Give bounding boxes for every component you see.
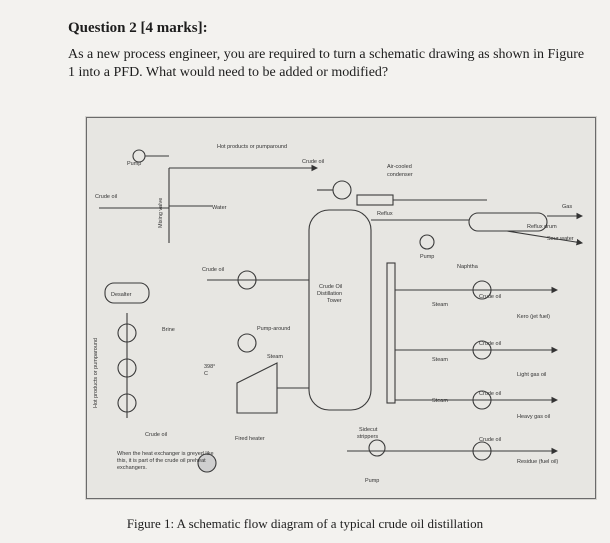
label-steam-1: Steam	[432, 302, 448, 308]
label-sidecut-2: strippers	[357, 434, 378, 440]
label-reflux-drum: Reflux drum	[527, 224, 557, 230]
label-crude-oil-desalter: Crude oil	[202, 267, 224, 273]
figure-caption: Figure 1: A schematic flow diagram of a …	[126, 516, 484, 531]
question-line-2: 1 into a PFD. What would need to be adde…	[68, 65, 389, 80]
label-crude-oil-r2: Crude oil	[479, 341, 501, 347]
label-sidecut-1: Sidecut	[359, 427, 378, 433]
label-crude-oil-r3: Crude oil	[479, 391, 501, 397]
label-hot-products: Hot products or pumparound	[217, 144, 287, 150]
label-crude-oil-bottom: Crude oil	[145, 432, 167, 438]
question-line-1: As a new process engineer, you are requi…	[68, 47, 585, 62]
label-water: Water	[212, 205, 227, 211]
flow-diagram-svg: Hot products or pumparound Pump Crude oi…	[93, 144, 584, 484]
distillation-tower-icon	[308, 209, 372, 411]
label-crude-oil-r4: Crude oil	[479, 437, 501, 443]
label-tower-3: Tower	[327, 298, 342, 304]
label-temp-1: 398°	[204, 364, 215, 370]
figure-diagram: Hot products or pumparound Pump Crude oi…	[86, 117, 596, 499]
label-gas: Gas	[562, 204, 572, 210]
label-naphtha: Naphtha	[457, 264, 479, 270]
pump-mid-icon	[419, 234, 435, 250]
label-pump-mid: Pump	[420, 254, 434, 260]
label-kero: Kero (jet fuel)	[517, 314, 550, 320]
label-hot-products-vertical: Hot products or pumparound	[93, 338, 99, 408]
label-heavy-gas-oil: Heavy gas oil	[517, 414, 550, 420]
label-tower-2: Distillation	[317, 291, 342, 297]
label-condenser: condenser	[387, 172, 413, 178]
condenser-fan-icon	[332, 180, 352, 200]
desalter-icon	[104, 282, 150, 304]
label-note-1: When the heat exchanger is greyed like	[117, 451, 214, 457]
label-tower-1: Crude Oil	[319, 284, 342, 290]
condenser-icon	[356, 194, 394, 206]
label-light-gas-oil: Light gas oil	[517, 372, 546, 378]
label-steam-2: Steam	[267, 354, 283, 360]
label-temp-2: C	[204, 371, 208, 377]
label-reflux: Reflux	[377, 211, 393, 217]
label-sour-water: Sour water	[547, 236, 574, 242]
hx-greyed-icon	[197, 453, 217, 473]
label-note-3: exchangers.	[117, 465, 147, 471]
label-crude-oil-top: Crude oil	[302, 159, 324, 165]
label-desalter: Desalter	[111, 292, 132, 298]
fired-heater-icon	[236, 362, 278, 414]
sour-water-line	[506, 230, 584, 246]
question-text: As a new process engineer, you are requi…	[68, 46, 588, 82]
pump-bottom-icon	[368, 439, 386, 457]
sidecut-stripper-icon	[386, 262, 396, 404]
label-note-2: this, it is part of the crude oil prehea…	[117, 458, 206, 464]
label-air-cooled: Air-cooled	[387, 164, 412, 170]
question-title: Question 2 [4 marks]:	[68, 20, 208, 36]
label-steam-4: Steam	[432, 398, 448, 404]
label-pump-top: Pump	[127, 161, 141, 167]
label-pump-around: Pump-around	[257, 326, 290, 332]
label-pump-bottom: Pump	[365, 478, 379, 484]
label-crude-oil-left: Crude oil	[95, 194, 117, 200]
label-fired-heater: Fired heater	[235, 436, 265, 442]
label-residue: Residue (fuel oil)	[517, 459, 558, 465]
label-crude-oil-r1: Crude oil	[479, 294, 501, 300]
label-steam-3: Steam	[432, 357, 448, 363]
label-brine: Brine	[162, 327, 175, 333]
label-mixing-valve: Mixing valve	[158, 198, 164, 228]
hx-pumparound-icon	[237, 333, 257, 353]
